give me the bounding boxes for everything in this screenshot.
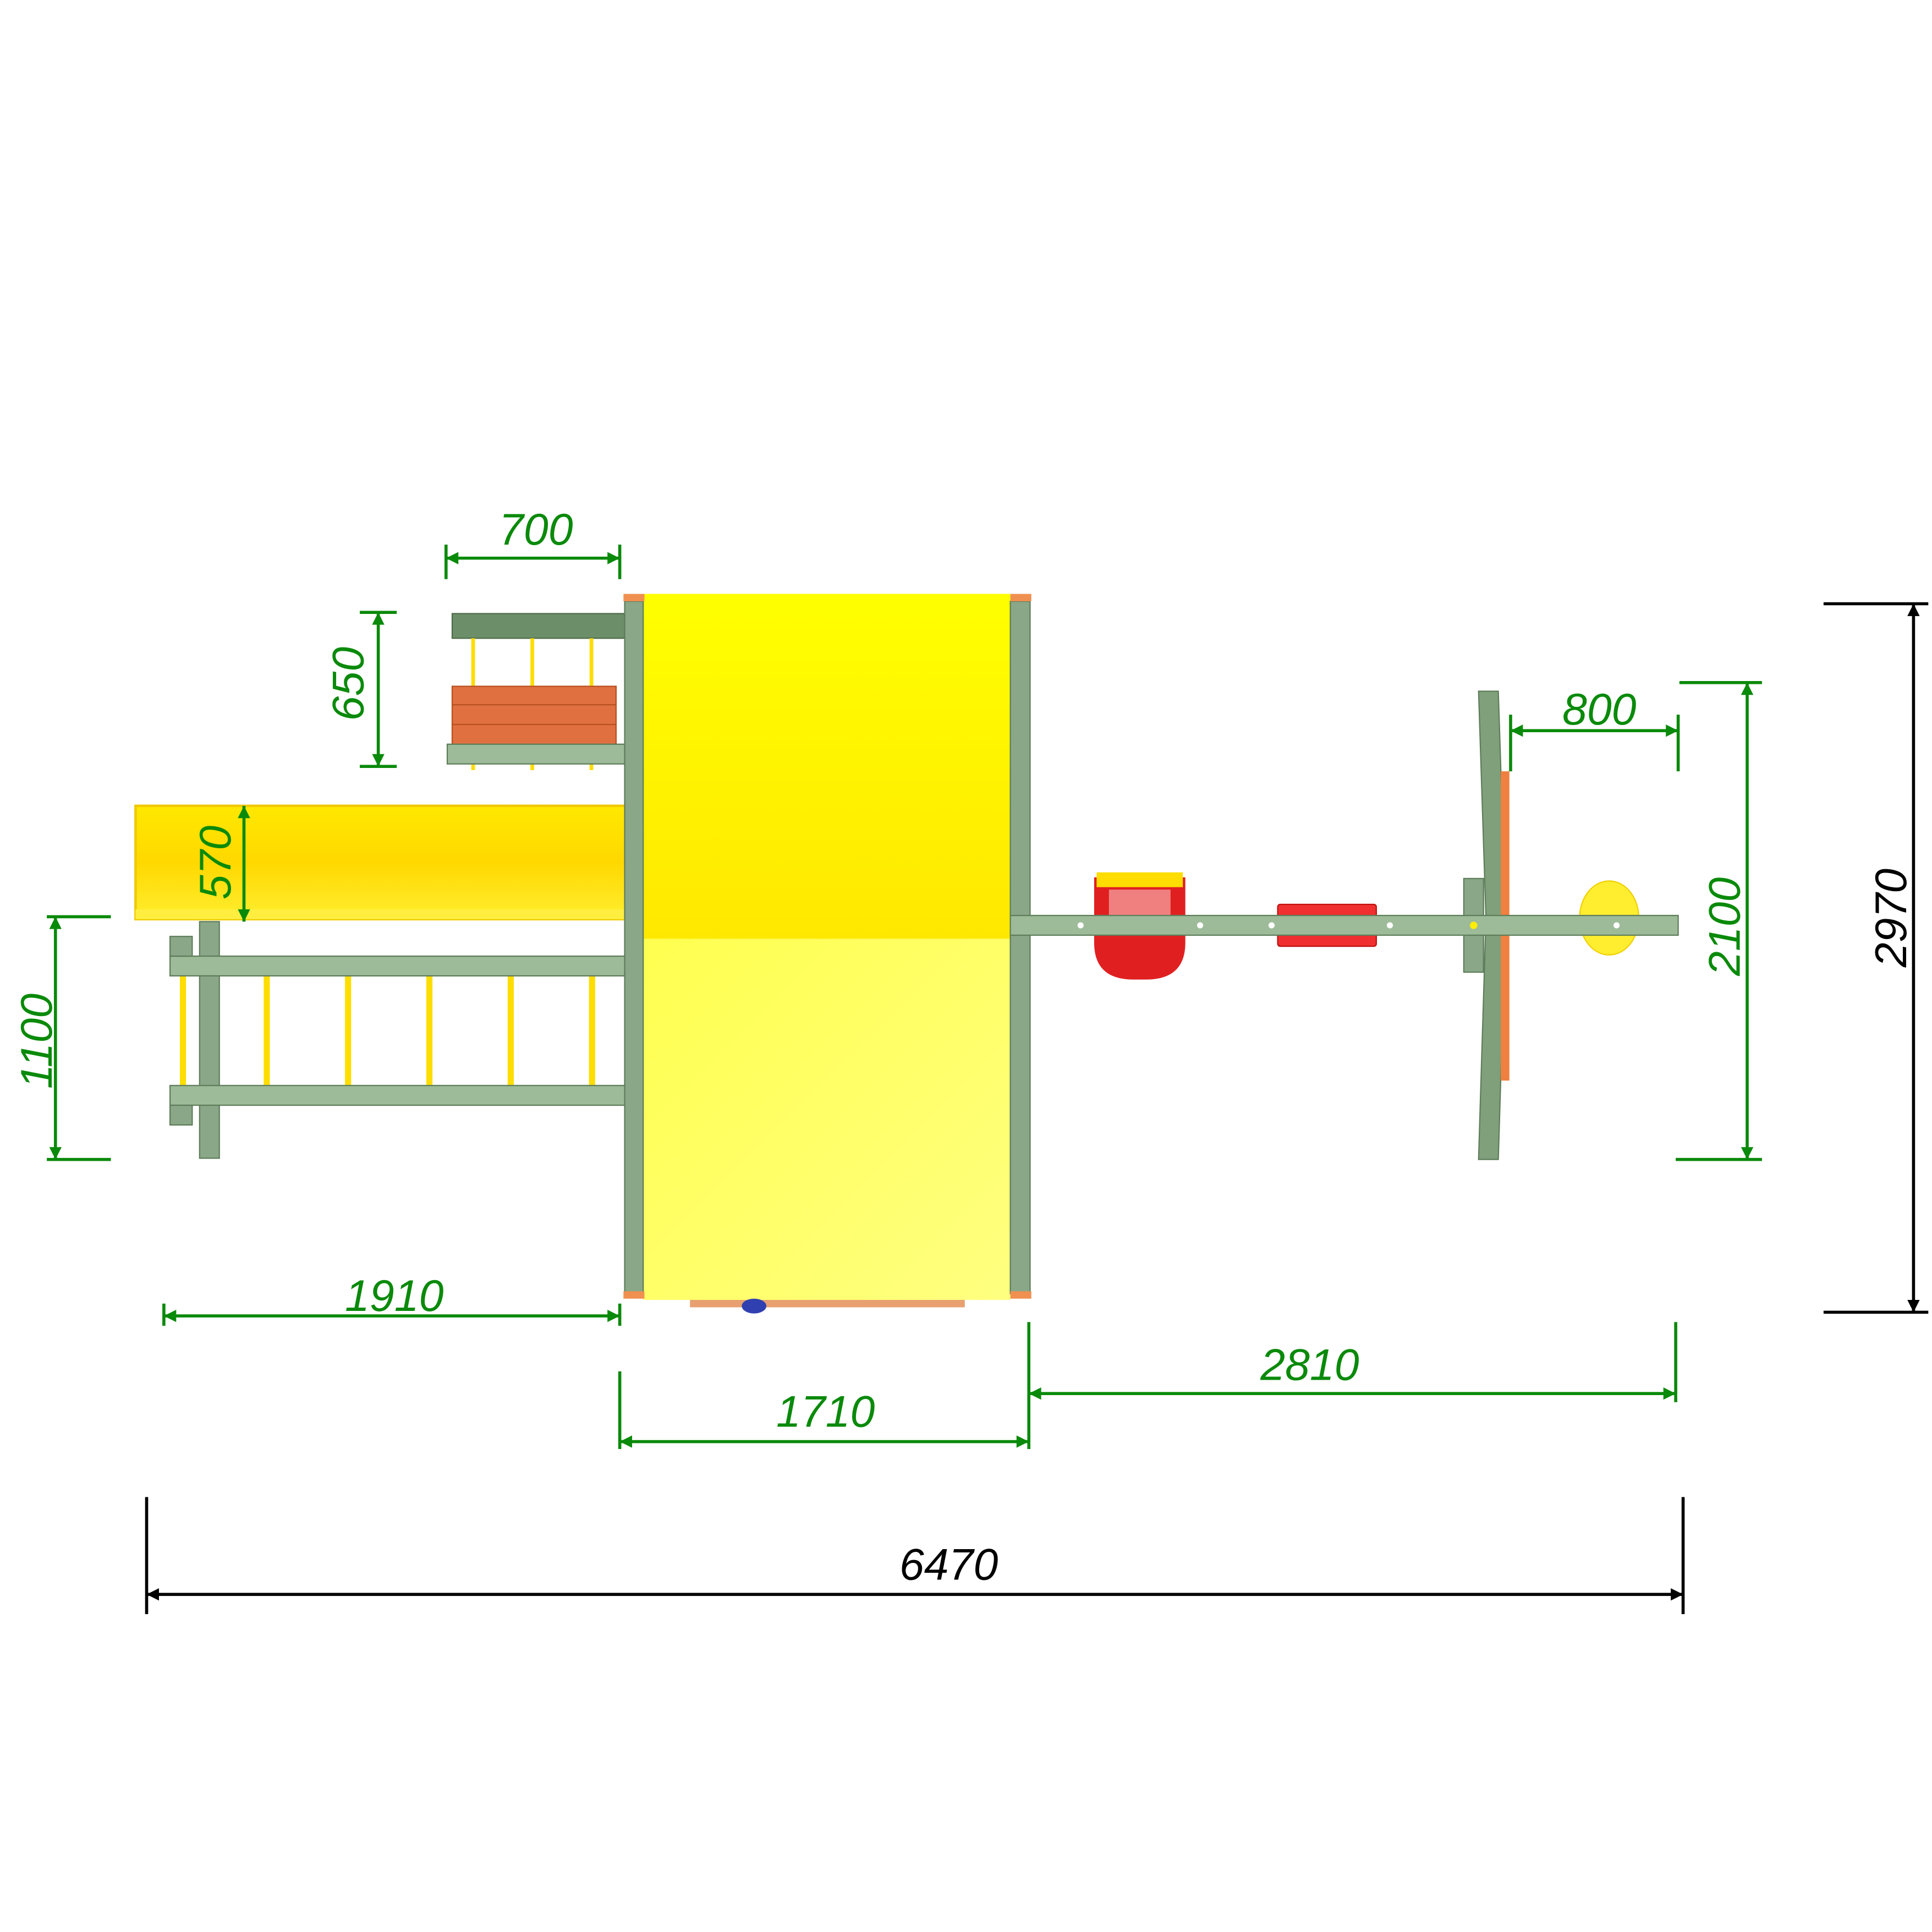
dimension-2100 [1676,681,1762,1161]
dimension-2970 [1823,602,1929,1314]
dimension-label-2970: 2970 [1867,869,1916,968]
dimension-2810 [1029,1322,1677,1402]
dimension-6470 [145,1497,1685,1615]
dimension-1910 [162,1303,622,1326]
dimension-800 [1509,715,1680,772]
dimension-label-2100: 2100 [1700,877,1750,976]
dimension-label-570: 570 [191,825,240,899]
dimension-1710 [618,1322,1031,1449]
tower-posts [623,594,1031,1299]
dimension-700 [444,544,622,579]
dimension-label-650: 650 [324,647,374,721]
dimension-label-1100: 1100 [12,994,62,1089]
dimension-1100 [47,915,111,1161]
tower-roof [643,594,1011,1314]
dimension-650 [360,611,397,768]
swing-frame [1009,690,1679,1160]
dimension-label-2810: 2810 [1260,1341,1359,1390]
dimension-label-1910: 1910 [345,1271,444,1321]
dimension-label-800: 800 [1562,685,1637,734]
ladder-rungs [180,975,595,1086]
dimension-label-700: 700 [499,505,573,555]
climbing-frame [169,921,641,1159]
swing-bench [446,613,625,770]
dimension-label-6470: 6470 [899,1540,998,1589]
dimension-label-1710: 1710 [776,1387,875,1437]
slide [134,804,628,921]
